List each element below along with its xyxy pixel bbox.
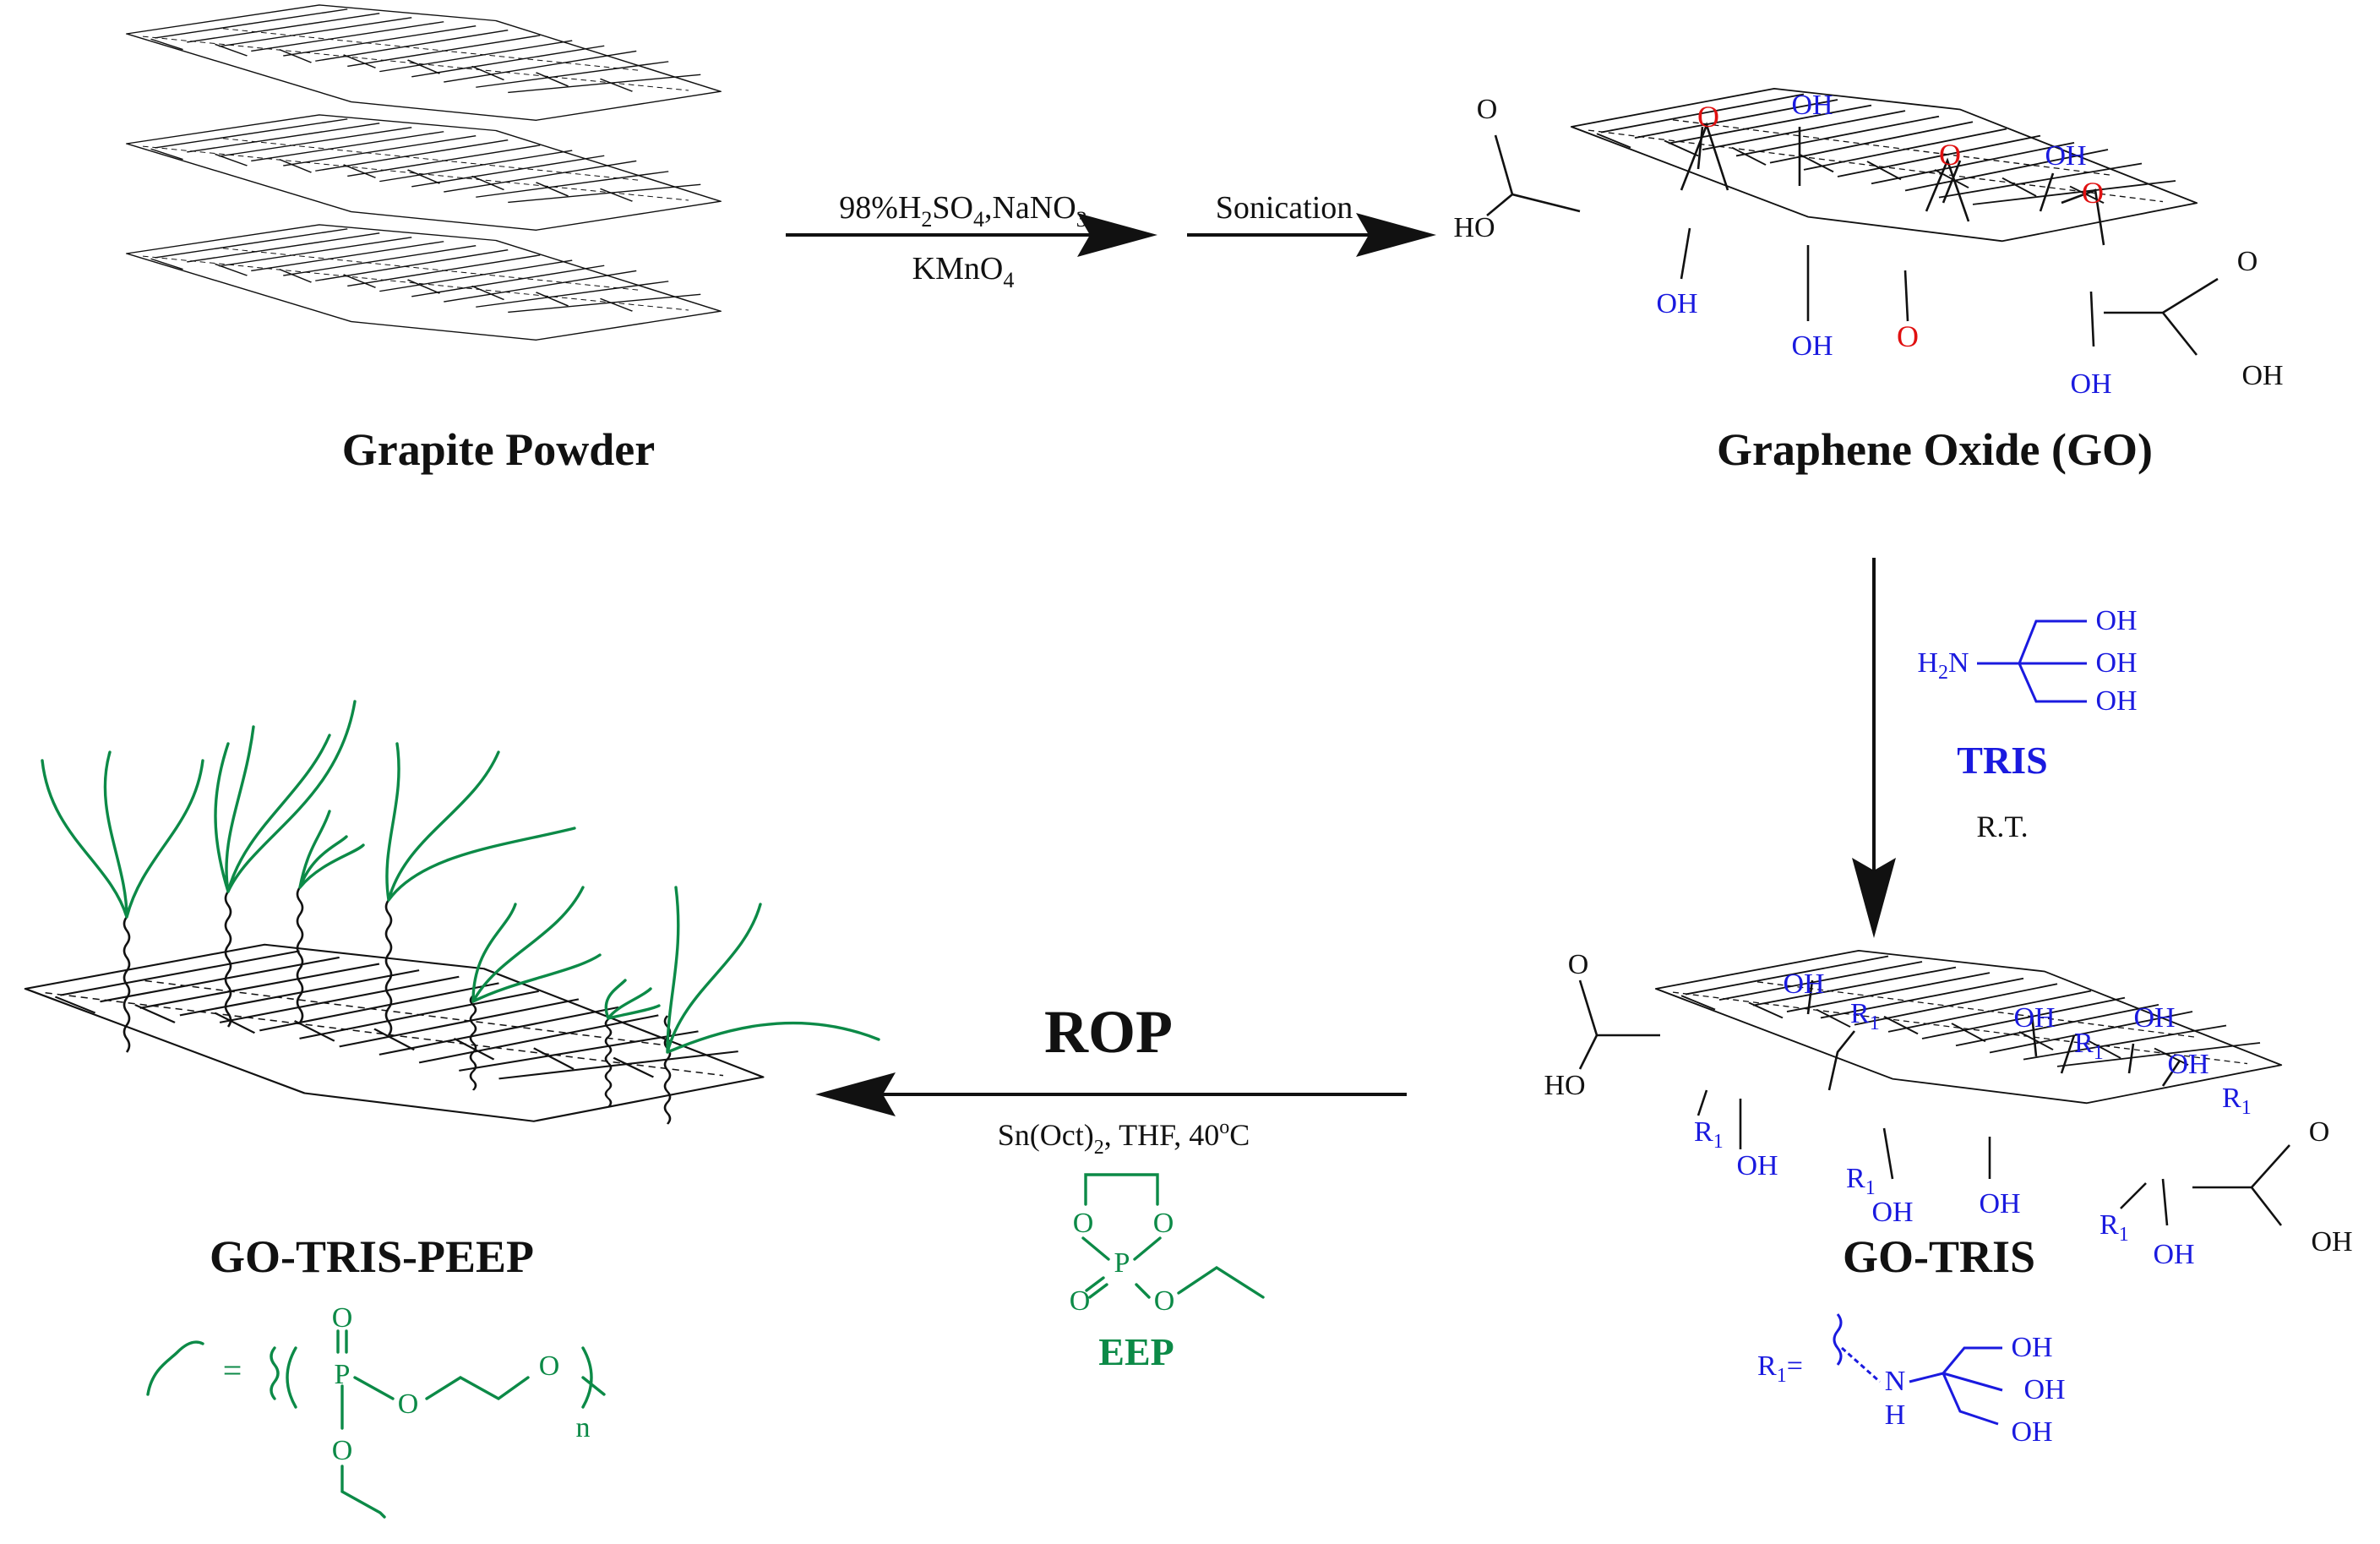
gotris-cooh-o-left: O bbox=[1568, 949, 1589, 980]
r1-definition-oh-3: OH bbox=[2011, 1416, 2052, 1448]
gotris-oh-1: OH bbox=[1783, 968, 1824, 1000]
sonication-label: Sonication bbox=[1216, 190, 1353, 226]
go-cooh-oh-right: OH bbox=[2241, 360, 2283, 391]
peep-legend-o-chain: O bbox=[398, 1389, 419, 1420]
sonication-arrow bbox=[1187, 213, 1436, 257]
peep-legend-o-double: O bbox=[332, 1302, 353, 1334]
rop-label: ROP bbox=[1044, 998, 1173, 1066]
go-tris-title: GO-TRIS bbox=[1843, 1231, 2035, 1282]
peep-legend-p: P bbox=[335, 1359, 351, 1390]
peep-legend-o-ethoxy: O bbox=[332, 1435, 353, 1466]
rop-arrow bbox=[815, 1072, 1407, 1116]
gotris-cooh-oh-right: OH bbox=[2311, 1226, 2352, 1258]
r1-definition-n: N bbox=[1885, 1366, 1906, 1397]
gotris-oh-3: OH bbox=[2133, 1002, 2175, 1034]
eep-o-double: O bbox=[1070, 1285, 1091, 1317]
r1-definition-h: H bbox=[1885, 1399, 1906, 1431]
gotris-r1-6: R1 bbox=[2100, 1209, 2129, 1246]
go-tris-structure bbox=[1578, 949, 2290, 1226]
go-cooh-ho-left: HO bbox=[1453, 212, 1495, 243]
tris-oh-3: OH bbox=[2095, 685, 2137, 717]
tris-condition: R.T. bbox=[1976, 810, 2028, 843]
go-oh-4: OH bbox=[1791, 330, 1833, 362]
tris-functionalization-arrow bbox=[1852, 558, 1896, 938]
r1-definition-structure bbox=[1833, 1313, 2003, 1426]
r1-definition-label: R1= bbox=[1757, 1350, 1803, 1387]
tris-name: TRIS bbox=[1957, 739, 2047, 782]
graphite-powder-title: Grapite Powder bbox=[342, 424, 655, 475]
gotris-r1-2: R1 bbox=[2074, 1028, 2104, 1064]
eep-o-ring-right: O bbox=[1153, 1208, 1174, 1239]
peep-legend-o-end: O bbox=[539, 1350, 560, 1382]
go-oh-3: OH bbox=[1656, 288, 1697, 319]
go-tris-peep-title: GO-TRIS-PEEP bbox=[210, 1231, 534, 1282]
gotris-r1-1: R1 bbox=[1850, 998, 1880, 1034]
eep-o-ester: O bbox=[1154, 1285, 1175, 1317]
go-epoxide-o-2: O bbox=[1939, 138, 1961, 172]
oxidation-reagents-line2: KMnO4 bbox=[912, 251, 1015, 292]
gotris-r1-4: R1 bbox=[1694, 1116, 1724, 1153]
peep-legend-n: n bbox=[576, 1412, 591, 1443]
eep-structure bbox=[1081, 1173, 1265, 1299]
go-oh-2: OH bbox=[2045, 140, 2086, 172]
gotris-oh-6: OH bbox=[1871, 1197, 1913, 1228]
gotris-oh-5: OH bbox=[1736, 1150, 1778, 1181]
eep-o-ring-left: O bbox=[1073, 1208, 1094, 1239]
gotris-oh-2: OH bbox=[2013, 1002, 2055, 1034]
rop-conditions: Sn(Oct)2, THF, 40oC bbox=[998, 1116, 1250, 1159]
gotris-oh-7: OH bbox=[1979, 1188, 2020, 1219]
graphene-oxide-structure bbox=[1486, 87, 2219, 356]
graphite-powder-structure bbox=[125, 3, 722, 341]
go-oh-5: OH bbox=[2070, 368, 2111, 400]
gotris-oh-8: OH bbox=[2153, 1239, 2194, 1270]
go-epoxide-o-1: O bbox=[1697, 100, 1719, 134]
go-epoxide-o-3: O bbox=[2082, 176, 2104, 210]
eep-name: EEP bbox=[1098, 1330, 1174, 1373]
tris-oh-1: OH bbox=[2095, 605, 2137, 636]
go-epoxide-o-4: O bbox=[1897, 319, 1919, 353]
graphene-oxide-title: Graphene Oxide (GO) bbox=[1717, 424, 2153, 475]
peep-legend-equals: = bbox=[223, 1351, 242, 1389]
go-tris-peep-structure bbox=[24, 700, 880, 1126]
oxidation-reagents-line1: 98%H2SO4,NaNO3 bbox=[839, 190, 1087, 232]
gotris-r1-3: R1 bbox=[2222, 1083, 2252, 1119]
oxidation-arrow bbox=[786, 213, 1157, 257]
tris-oh-2: OH bbox=[2095, 647, 2137, 679]
go-cooh-o-left: O bbox=[1477, 94, 1498, 125]
r1-definition-oh-1: OH bbox=[2011, 1332, 2052, 1363]
go-cooh-o-right: O bbox=[2237, 246, 2258, 277]
peep-repeat-unit-structure bbox=[146, 1329, 606, 1519]
gotris-cooh-o-right: O bbox=[2309, 1116, 2330, 1148]
gotris-oh-4: OH bbox=[2167, 1049, 2208, 1080]
gotris-cooh-ho-left: HO bbox=[1544, 1070, 1585, 1101]
go-oh-1: OH bbox=[1791, 90, 1833, 121]
tris-h2n: H2N bbox=[1917, 647, 1969, 684]
eep-p: P bbox=[1114, 1247, 1130, 1279]
r1-definition-oh-2: OH bbox=[2023, 1374, 2065, 1405]
gotris-r1-5: R1 bbox=[1846, 1163, 1876, 1199]
tris-structure bbox=[1977, 619, 2087, 703]
